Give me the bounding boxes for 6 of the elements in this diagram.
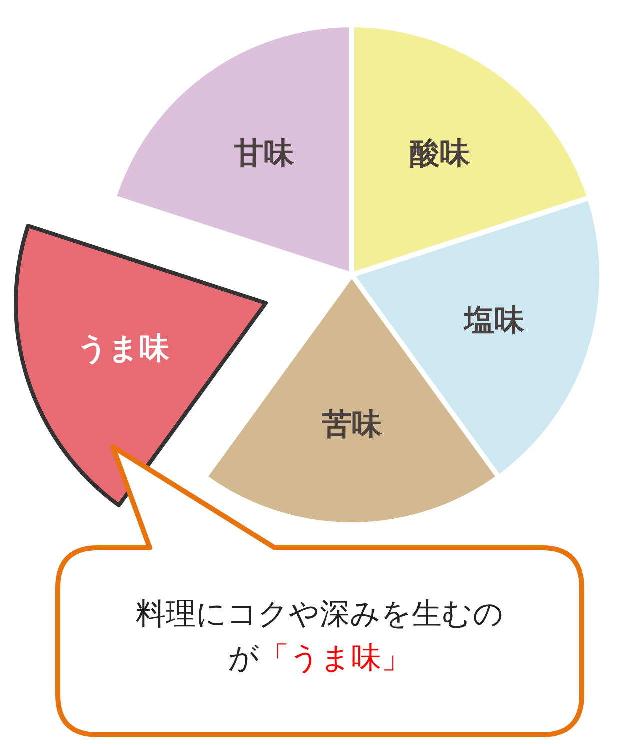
slice-label: 甘味 — [234, 135, 294, 174]
slice-label: 酸味 — [410, 135, 470, 174]
slice-label: 苦味 — [322, 406, 382, 444]
slice-label: 塩味 — [464, 302, 525, 341]
slice-label: うま味 — [78, 330, 170, 369]
callout-text: 料理にコクや深みを生むのが「うま味」 — [135, 596, 505, 678]
